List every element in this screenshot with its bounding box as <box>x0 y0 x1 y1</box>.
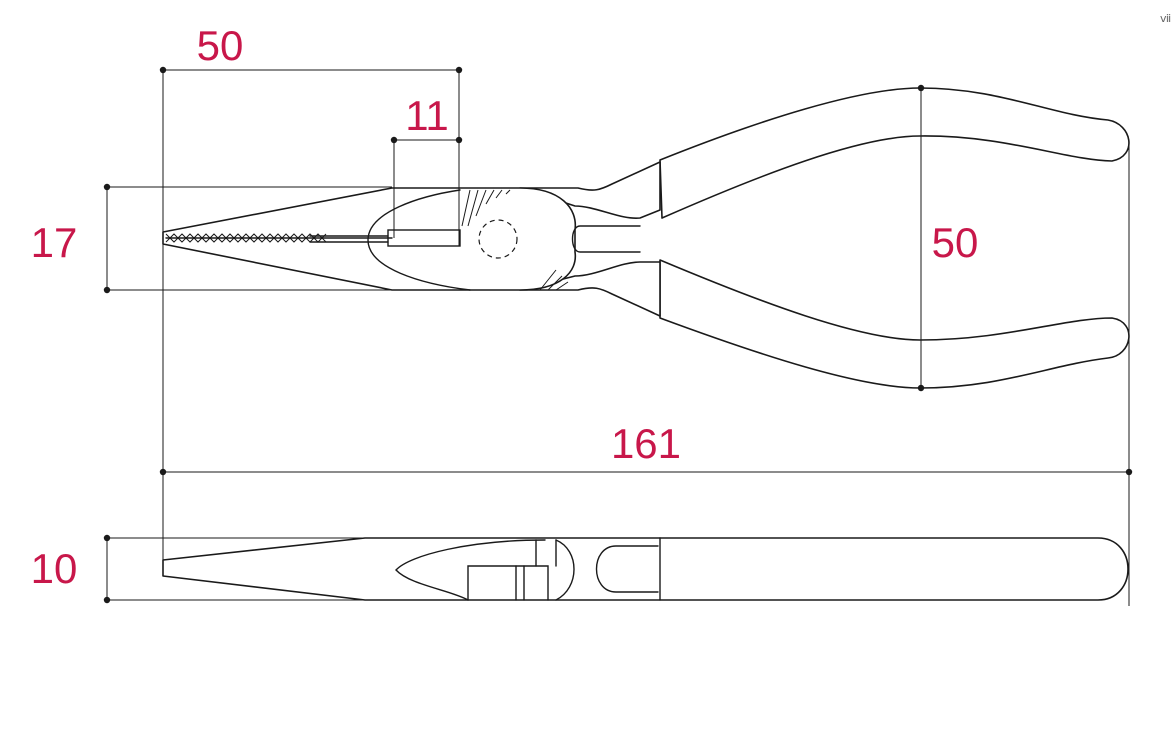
jaw-serration <box>165 233 327 239</box>
dimension-cutter-length: 11 <box>405 92 449 139</box>
dimension-nose-length: 50 <box>197 22 244 69</box>
dimension-lines <box>103 66 1133 606</box>
upper-handle <box>659 87 1130 219</box>
pliers-side-view <box>162 537 1129 601</box>
upper-arm <box>519 161 661 219</box>
corner-mark: ⅷ1 <box>1160 13 1171 25</box>
side-body <box>162 537 1129 601</box>
dimension-thickness: 10 <box>31 545 78 592</box>
lower-arm <box>519 261 661 317</box>
cutter-recess <box>367 189 471 291</box>
side-jaw-profile <box>395 539 546 601</box>
lower-handle <box>659 259 1130 389</box>
dimension-handle-span: 50 <box>932 219 979 266</box>
dimension-overall-length: 161 <box>611 420 681 467</box>
arm-slot <box>571 225 641 253</box>
cutter-edge <box>387 229 461 247</box>
jaws-head <box>162 187 577 291</box>
pivot-rivet <box>478 219 518 259</box>
pliers-top-view <box>162 87 1130 389</box>
side-rivet-slot <box>595 545 659 593</box>
dimension-head-width: 17 <box>31 219 78 266</box>
